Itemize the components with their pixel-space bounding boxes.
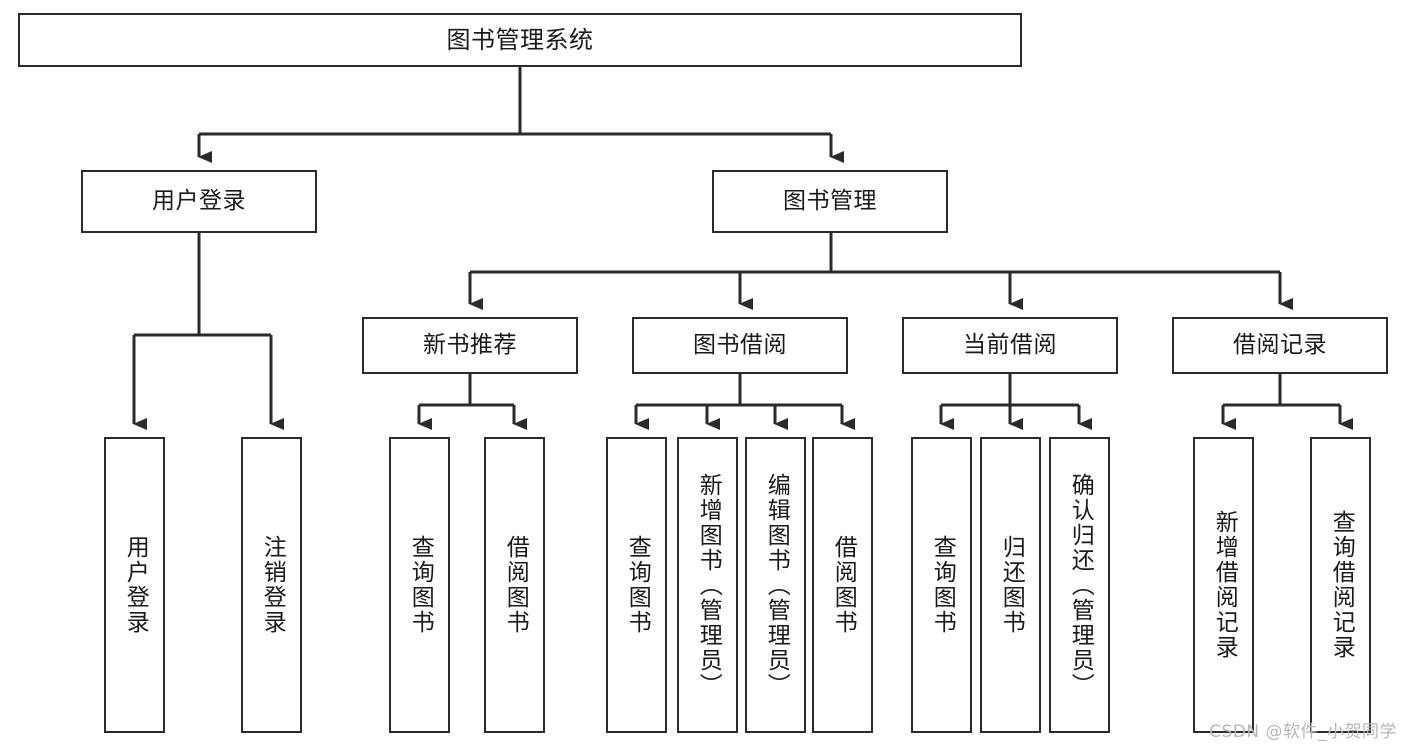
- node-book-management-label: 图书管理: [783, 187, 877, 214]
- leaf-logout[interactable]: 注销登录: [241, 437, 302, 733]
- leaf-query-borrow-record[interactable]: 查询借阅记录: [1310, 437, 1371, 733]
- leaf-query-borrow-record-label: 查询借阅记录: [1328, 510, 1355, 660]
- node-user-login[interactable]: 用户登录: [81, 170, 317, 233]
- leaf-user-login[interactable]: 用户登录: [104, 437, 165, 733]
- leaf-edit-book-admin[interactable]: 编辑图书（管理员）: [745, 437, 806, 733]
- node-current-borrow-label: 当前借阅: [963, 331, 1057, 358]
- leaf-add-book-admin[interactable]: 新增图书（管理员）: [677, 437, 738, 733]
- node-current-borrow[interactable]: 当前借阅: [902, 317, 1118, 374]
- leaf-logout-label: 注销登录: [259, 535, 286, 635]
- node-root-label: 图书管理系统: [446, 25, 594, 54]
- leaf-add-book-admin-label: 新增图书（管理员）: [695, 472, 722, 698]
- leaf-return-books-label: 归还图书: [998, 535, 1025, 635]
- node-borrow-records-label: 借阅记录: [1233, 331, 1327, 358]
- node-book-management[interactable]: 图书管理: [712, 170, 948, 233]
- leaf-query-books-recommend-label: 查询图书: [407, 535, 434, 635]
- leaf-query-books-current[interactable]: 查询图书: [911, 437, 972, 733]
- leaf-add-borrow-record[interactable]: 新增借阅记录: [1193, 437, 1254, 733]
- node-new-book-recommend-label: 新书推荐: [423, 331, 517, 358]
- leaf-return-books[interactable]: 归还图书: [980, 437, 1041, 733]
- leaf-borrow-books-label: 借阅图书: [830, 535, 857, 635]
- leaf-add-borrow-record-label: 新增借阅记录: [1211, 510, 1238, 660]
- leaf-borrow-books-recommend-label: 借阅图书: [502, 535, 529, 635]
- leaf-edit-book-admin-label: 编辑图书（管理员）: [763, 472, 790, 698]
- leaf-confirm-return-admin-label: 确认归还（管理员）: [1067, 472, 1094, 698]
- leaf-query-books-recommend[interactable]: 查询图书: [389, 437, 450, 733]
- leaf-borrow-books-recommend[interactable]: 借阅图书: [484, 437, 545, 733]
- node-book-borrow[interactable]: 图书借阅: [632, 317, 848, 374]
- leaf-user-login-label: 用户登录: [122, 535, 149, 635]
- node-book-borrow-label: 图书借阅: [693, 331, 787, 358]
- node-root[interactable]: 图书管理系统: [18, 13, 1022, 67]
- leaf-query-books-borrow-label: 查询图书: [624, 535, 651, 635]
- leaf-confirm-return-admin[interactable]: 确认归还（管理员）: [1049, 437, 1110, 733]
- leaf-query-books-current-label: 查询图书: [929, 535, 956, 635]
- node-user-login-label: 用户登录: [152, 187, 246, 214]
- node-new-book-recommend[interactable]: 新书推荐: [362, 317, 578, 374]
- leaf-query-books-borrow[interactable]: 查询图书: [606, 437, 667, 733]
- leaf-borrow-books[interactable]: 借阅图书: [812, 437, 873, 733]
- node-borrow-records[interactable]: 借阅记录: [1172, 317, 1388, 374]
